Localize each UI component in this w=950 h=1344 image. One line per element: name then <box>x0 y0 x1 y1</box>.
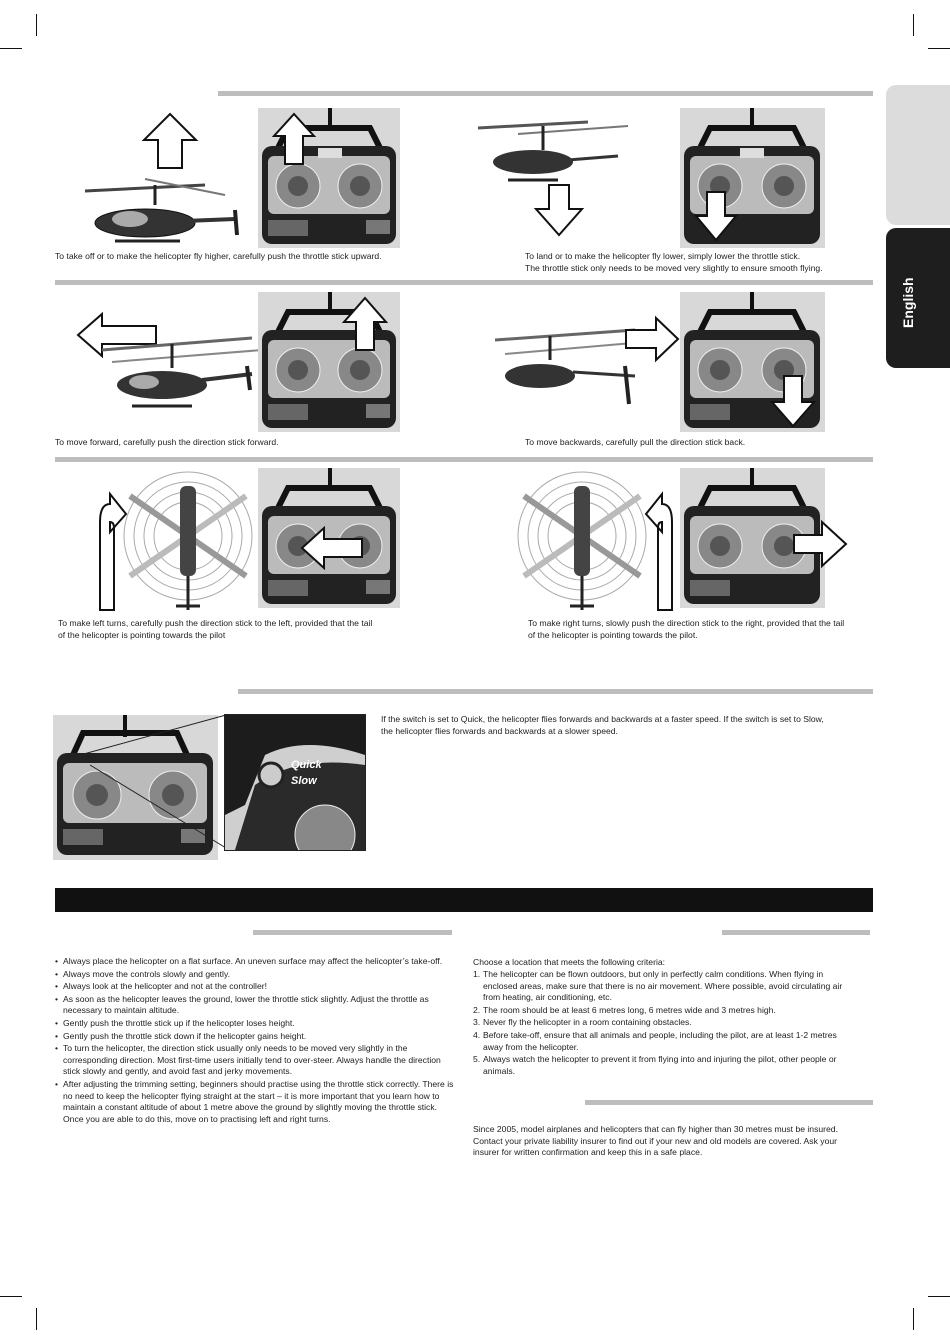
crop-mark <box>928 1296 950 1297</box>
location-item-text: Never fly the helicopter in a room conta… <box>483 1017 692 1028</box>
section-rule <box>253 930 452 935</box>
section-title-bar <box>55 888 873 912</box>
section-rule <box>55 457 873 462</box>
controller-image <box>680 468 825 608</box>
location-item: 2.The room should be at least 6 metres l… <box>473 1005 853 1017</box>
location-item: 4.Before take-off, ensure that all anima… <box>473 1030 853 1053</box>
tip-item: As soon as the helicopter leaves the gro… <box>55 994 455 1017</box>
zoom-lines <box>79 714 227 849</box>
tip-item: Gently push the throttle stick up if the… <box>55 1018 455 1030</box>
side-tab-language[interactable]: English <box>886 228 950 368</box>
helicopter-image <box>101 336 263 408</box>
tip-item: After adjusting the trimming setting, be… <box>55 1079 455 1125</box>
helicopter-image <box>84 178 239 243</box>
crop-mark <box>913 14 914 36</box>
helicopter-image <box>477 120 629 182</box>
caption-takeoff: To take off or to make the helicopter fl… <box>55 251 382 261</box>
tip-item: Always place the helicopter on a flat su… <box>55 956 455 968</box>
location-list: 1.The helicopter can be flown outdoors, … <box>473 969 853 1078</box>
caption-right-2: of the helicopter is pointing towards th… <box>528 630 698 640</box>
caption-land-2: The throttle stick only needs to be move… <box>525 263 823 273</box>
caption-land: To land or to make the helicopter fly lo… <box>525 251 801 261</box>
location-item: 3.Never fly the helicopter in a room con… <box>473 1017 853 1029</box>
location-item: 1.The helicopter can be flown outdoors, … <box>473 969 853 1004</box>
location-item-text: Always watch the helicopter to prevent i… <box>483 1054 837 1076</box>
section-rule <box>55 280 873 285</box>
tips-list: Always place the helicopter on a flat su… <box>55 956 455 1126</box>
left-arrow-icon <box>300 525 363 571</box>
down-arrow-icon <box>769 375 817 428</box>
side-tab-blank <box>886 85 950 225</box>
up-arrow-icon <box>341 296 389 351</box>
caption-backward: To move backwards, carefully pull the di… <box>525 437 746 447</box>
caption-left-2: of the helicopter is pointing towards th… <box>58 630 226 640</box>
section-rule <box>722 930 870 935</box>
insurance-text: Since 2005, model airplanes and helicopt… <box>473 1124 838 1158</box>
rotor-top-view-image <box>123 471 253 610</box>
right-arrow-icon <box>625 315 680 363</box>
crop-mark <box>36 14 37 36</box>
tip-item: Always look at the helicopter and not at… <box>55 981 455 993</box>
up-arrow-icon <box>141 112 199 169</box>
location-item-number: 5. <box>473 1054 481 1065</box>
caption-forward: To move forward, carefully push the dire… <box>55 437 279 447</box>
location-item-number: 2. <box>473 1004 481 1015</box>
down-arrow-icon <box>693 191 739 242</box>
left-arrow-icon <box>76 311 157 359</box>
location-item: 5.Always watch the helicopter to prevent… <box>473 1054 853 1077</box>
crop-mark <box>928 48 950 49</box>
quick-label: Quick <box>291 759 322 771</box>
helicopter-image <box>494 328 646 405</box>
switch-closeup-image <box>225 715 365 850</box>
crop-mark <box>913 1308 914 1330</box>
location-item-number: 1. <box>473 969 481 979</box>
slow-label: Slow <box>291 775 317 787</box>
speed-text-2: the helicopter flies forwards and backwa… <box>381 726 618 736</box>
crop-mark <box>0 1296 22 1297</box>
section-rule <box>218 91 873 96</box>
controller-image <box>258 108 400 248</box>
location-item-text: Before take-off, ensure that all animals… <box>483 1029 837 1052</box>
location-intro: Choose a location that meets the followi… <box>473 957 666 967</box>
tip-item: To turn the helicopter, the direction st… <box>55 1043 455 1078</box>
language-label: English <box>900 277 916 328</box>
down-arrow-icon <box>533 184 585 237</box>
right-arrow-icon <box>793 519 848 569</box>
location-item-text: The room should be at least 6 metres lon… <box>483 1004 776 1015</box>
rotor-top-view-image <box>517 471 647 610</box>
section-rule <box>585 1100 873 1105</box>
tip-item: Always move the controls slowly and gent… <box>55 969 455 981</box>
speed-text-1: If the switch is set to Quick, the helic… <box>381 714 824 724</box>
curved-arrow-icon <box>99 491 128 611</box>
section-rule <box>238 689 873 694</box>
crop-mark <box>0 48 22 49</box>
tip-item: Gently push the throttle stick down if t… <box>55 1031 455 1043</box>
location-item-number: 4. <box>473 1029 481 1040</box>
up-arrow-icon <box>271 112 317 165</box>
location-item-text: The helicopter can be flown outdoors, bu… <box>483 969 843 1003</box>
caption-left-1: To make left turns, carefully push the d… <box>58 618 373 628</box>
switch-closeup: Quick Slow <box>224 714 366 851</box>
caption-right-1: To make right turns, slowly push the dir… <box>528 618 845 628</box>
curved-arrow-icon <box>644 491 673 611</box>
location-item-number: 3. <box>473 1017 481 1028</box>
crop-mark <box>36 1308 37 1330</box>
